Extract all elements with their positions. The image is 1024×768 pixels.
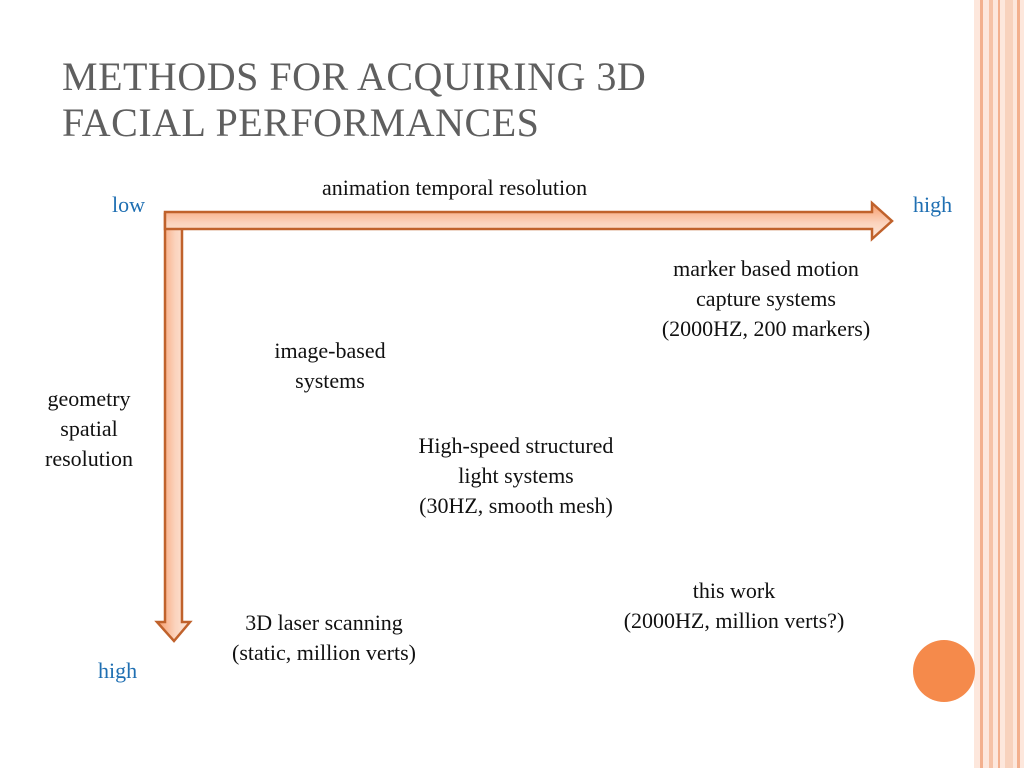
method-image-based: image-based systems — [244, 336, 416, 396]
method-structured-light-line-2: light systems — [458, 463, 574, 488]
horizontal-axis-low-label: low — [112, 192, 145, 217]
method-marker-based: marker based motion capture systems (200… — [618, 254, 914, 344]
slide-border-decoration — [974, 0, 1024, 768]
slide-title-line-2: FACIAL PERFORMANCES — [62, 100, 540, 145]
horizontal-axis-label: animation temporal resolution — [322, 175, 588, 200]
method-this-work-line-1: this work — [692, 578, 776, 603]
vertical-axis-label: geometry spatial resolution — [28, 384, 150, 474]
horizontal-axis-arrow — [163, 200, 894, 242]
method-this-work: this work (2000HZ, million verts?) — [584, 576, 884, 636]
method-marker-line-1: marker based motion — [673, 256, 859, 281]
vertical-axis-label-line-1: geometry — [47, 386, 131, 411]
method-marker-line-3: (2000HZ, 200 markers) — [661, 316, 871, 341]
method-structured-light: High-speed structured light systems (30H… — [376, 431, 656, 521]
method-laser-line-2: (static, million verts) — [232, 640, 416, 665]
slide-title: METHODS FOR ACQUIRING 3D FACIAL PERFORMA… — [62, 54, 882, 146]
method-this-work-line-2: (2000HZ, million verts?) — [623, 608, 845, 633]
method-laser-scanning: 3D laser scanning (static, million verts… — [196, 608, 452, 668]
method-laser-line-1: 3D laser scanning — [245, 610, 403, 635]
method-structured-light-line-1: High-speed structured — [418, 433, 614, 458]
vertical-axis-arrow — [154, 212, 193, 643]
method-structured-light-line-3: (30HZ, smooth mesh) — [419, 493, 613, 518]
vertical-axis-high-label: high — [98, 658, 138, 683]
vertical-axis-label-line-3: resolution — [45, 446, 133, 471]
horizontal-axis-high-label: high — [913, 192, 953, 217]
method-image-based-line-2: systems — [295, 368, 365, 393]
decorative-circle — [913, 640, 975, 702]
slide-title-line-1: METHODS FOR ACQUIRING 3D — [62, 54, 647, 99]
method-marker-line-2: capture systems — [696, 286, 836, 311]
vertical-axis-label-line-2: spatial — [60, 416, 118, 441]
method-image-based-line-1: image-based — [274, 338, 386, 363]
